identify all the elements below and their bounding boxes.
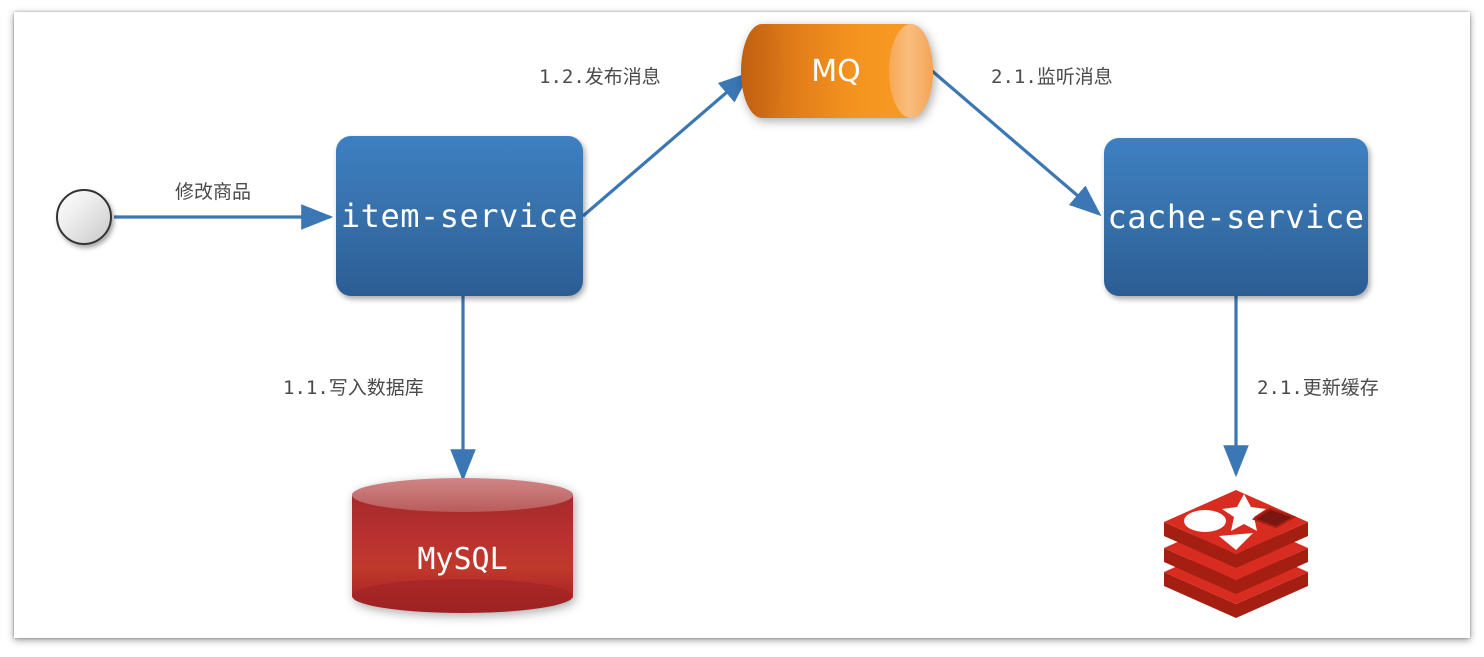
mq-cylinder-cap [889,24,933,118]
node-cache-service[interactable]: cache-service [1104,138,1368,296]
item-service-label: item-service [340,197,579,235]
edge-label-publish-message: 1.2.发布消息 [539,66,661,88]
mysql-label: MySQL [417,541,508,577]
edge-label-modify-product: 修改商品 [175,181,252,203]
edge-label-listen-message: 2.1.监听消息 [991,66,1113,88]
mq-label: MQ [811,53,861,89]
redis-icon [1164,490,1308,618]
node-mq[interactable]: MQ [741,24,933,118]
cache-service-label: cache-service [1107,198,1365,236]
mq-cylinder-body [741,24,910,118]
start-node[interactable] [56,189,112,245]
edge-label-write-database: 1.1.写入数据库 [283,377,424,399]
node-redis[interactable] [1156,474,1316,619]
node-item-service[interactable]: item-service [336,136,583,296]
edge-label-update-cache: 2.1.更新缓存 [1257,377,1379,399]
node-mysql[interactable]: MySQL [352,478,573,613]
mysql-cylinder-top [352,478,573,512]
